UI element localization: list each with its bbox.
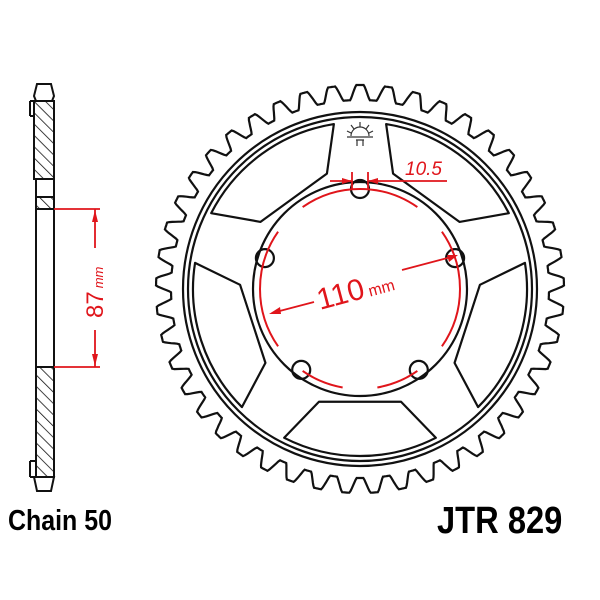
center-bore: [251, 180, 469, 398]
lightening-window: [191, 261, 267, 409]
sun-logo-icon: [346, 122, 374, 146]
bolt-circle-dimension: [269, 255, 458, 314]
bore-depth-value: 87mm: [82, 266, 109, 318]
bolt-circle-arc: [377, 370, 418, 389]
part-number-label: JTR 829: [437, 500, 563, 542]
bolt-hole: [408, 359, 429, 381]
bolt-hole-value: 10.5: [405, 159, 442, 180]
rim-outer-ring: [181, 110, 539, 468]
lightening-window: [283, 400, 437, 458]
bolt-hole: [254, 247, 275, 269]
chain-size-label: Chain 50: [8, 505, 112, 537]
bolt-circle-arc: [259, 231, 279, 347]
sprocket-front-view: [154, 83, 566, 494]
bolt-circle-arc: [302, 370, 343, 389]
bolt-circle-value: 110mm: [313, 265, 397, 317]
side-profile: [29, 83, 56, 492]
bolt-circle-arc: [302, 188, 418, 208]
lightening-window: [210, 122, 335, 223]
lightening-window: [385, 122, 510, 223]
lightening-window: [453, 261, 529, 409]
teeth-outline: [154, 83, 566, 494]
bore-depth-dimension: [54, 208, 100, 368]
bolt-circle-arc: [441, 231, 461, 347]
bolt-hole-dimension: [330, 172, 447, 190]
rim-inner-ring: [186, 115, 534, 463]
bolt-hole: [291, 359, 312, 381]
